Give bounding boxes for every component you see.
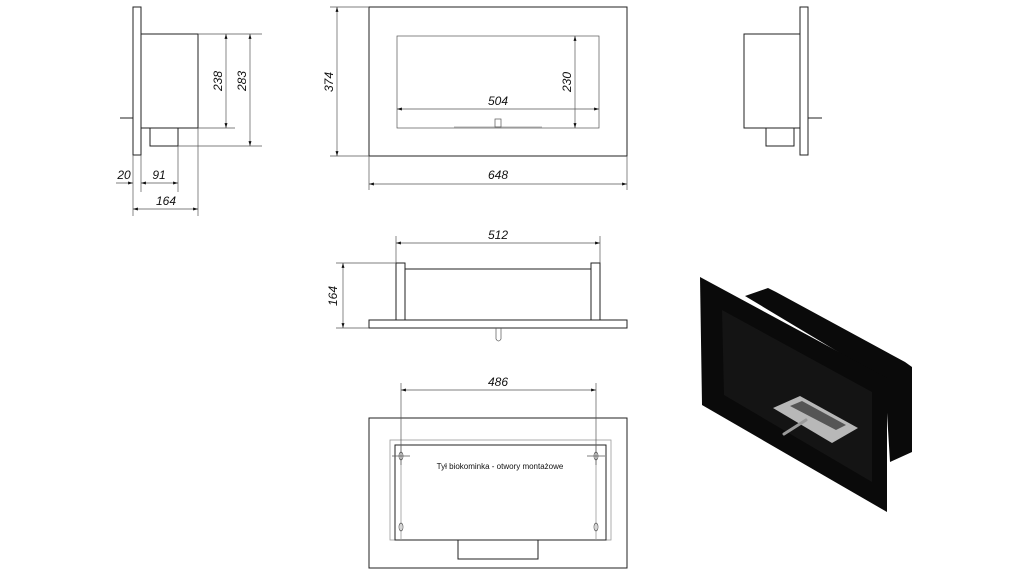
dim-20: 20 — [116, 168, 131, 182]
dim-486: 486 — [488, 375, 508, 389]
front-view: 374 230 504 648 — [322, 6, 628, 190]
left-side-view: 238 283 20 91 164 — [116, 6, 262, 216]
dim-374: 374 — [322, 72, 336, 92]
body — [140, 33, 199, 129]
back-note: Tył biokominka - otwory montażowe — [437, 462, 564, 471]
top-view: 512 164 — [326, 228, 628, 342]
front-frame — [368, 6, 628, 157]
dim-238: 238 — [211, 71, 225, 92]
iso-view — [700, 277, 912, 512]
mounting-holes — [392, 451, 605, 532]
back-view: 486 Tył biokominka - otwory montażowe — [368, 375, 628, 569]
dim-283: 283 — [235, 71, 249, 92]
dim-164-top: 164 — [326, 286, 340, 306]
dim-512: 512 — [488, 228, 508, 242]
dim-91: 91 — [152, 168, 165, 182]
front-opening — [396, 35, 600, 129]
dim-164-side: 164 — [156, 194, 176, 208]
dim-230: 230 — [560, 72, 574, 93]
bottom-box — [149, 127, 179, 147]
mounting-plate — [132, 6, 142, 156]
dim-504: 504 — [488, 94, 508, 108]
dim-648: 648 — [488, 168, 508, 182]
right-side-view — [743, 6, 822, 156]
